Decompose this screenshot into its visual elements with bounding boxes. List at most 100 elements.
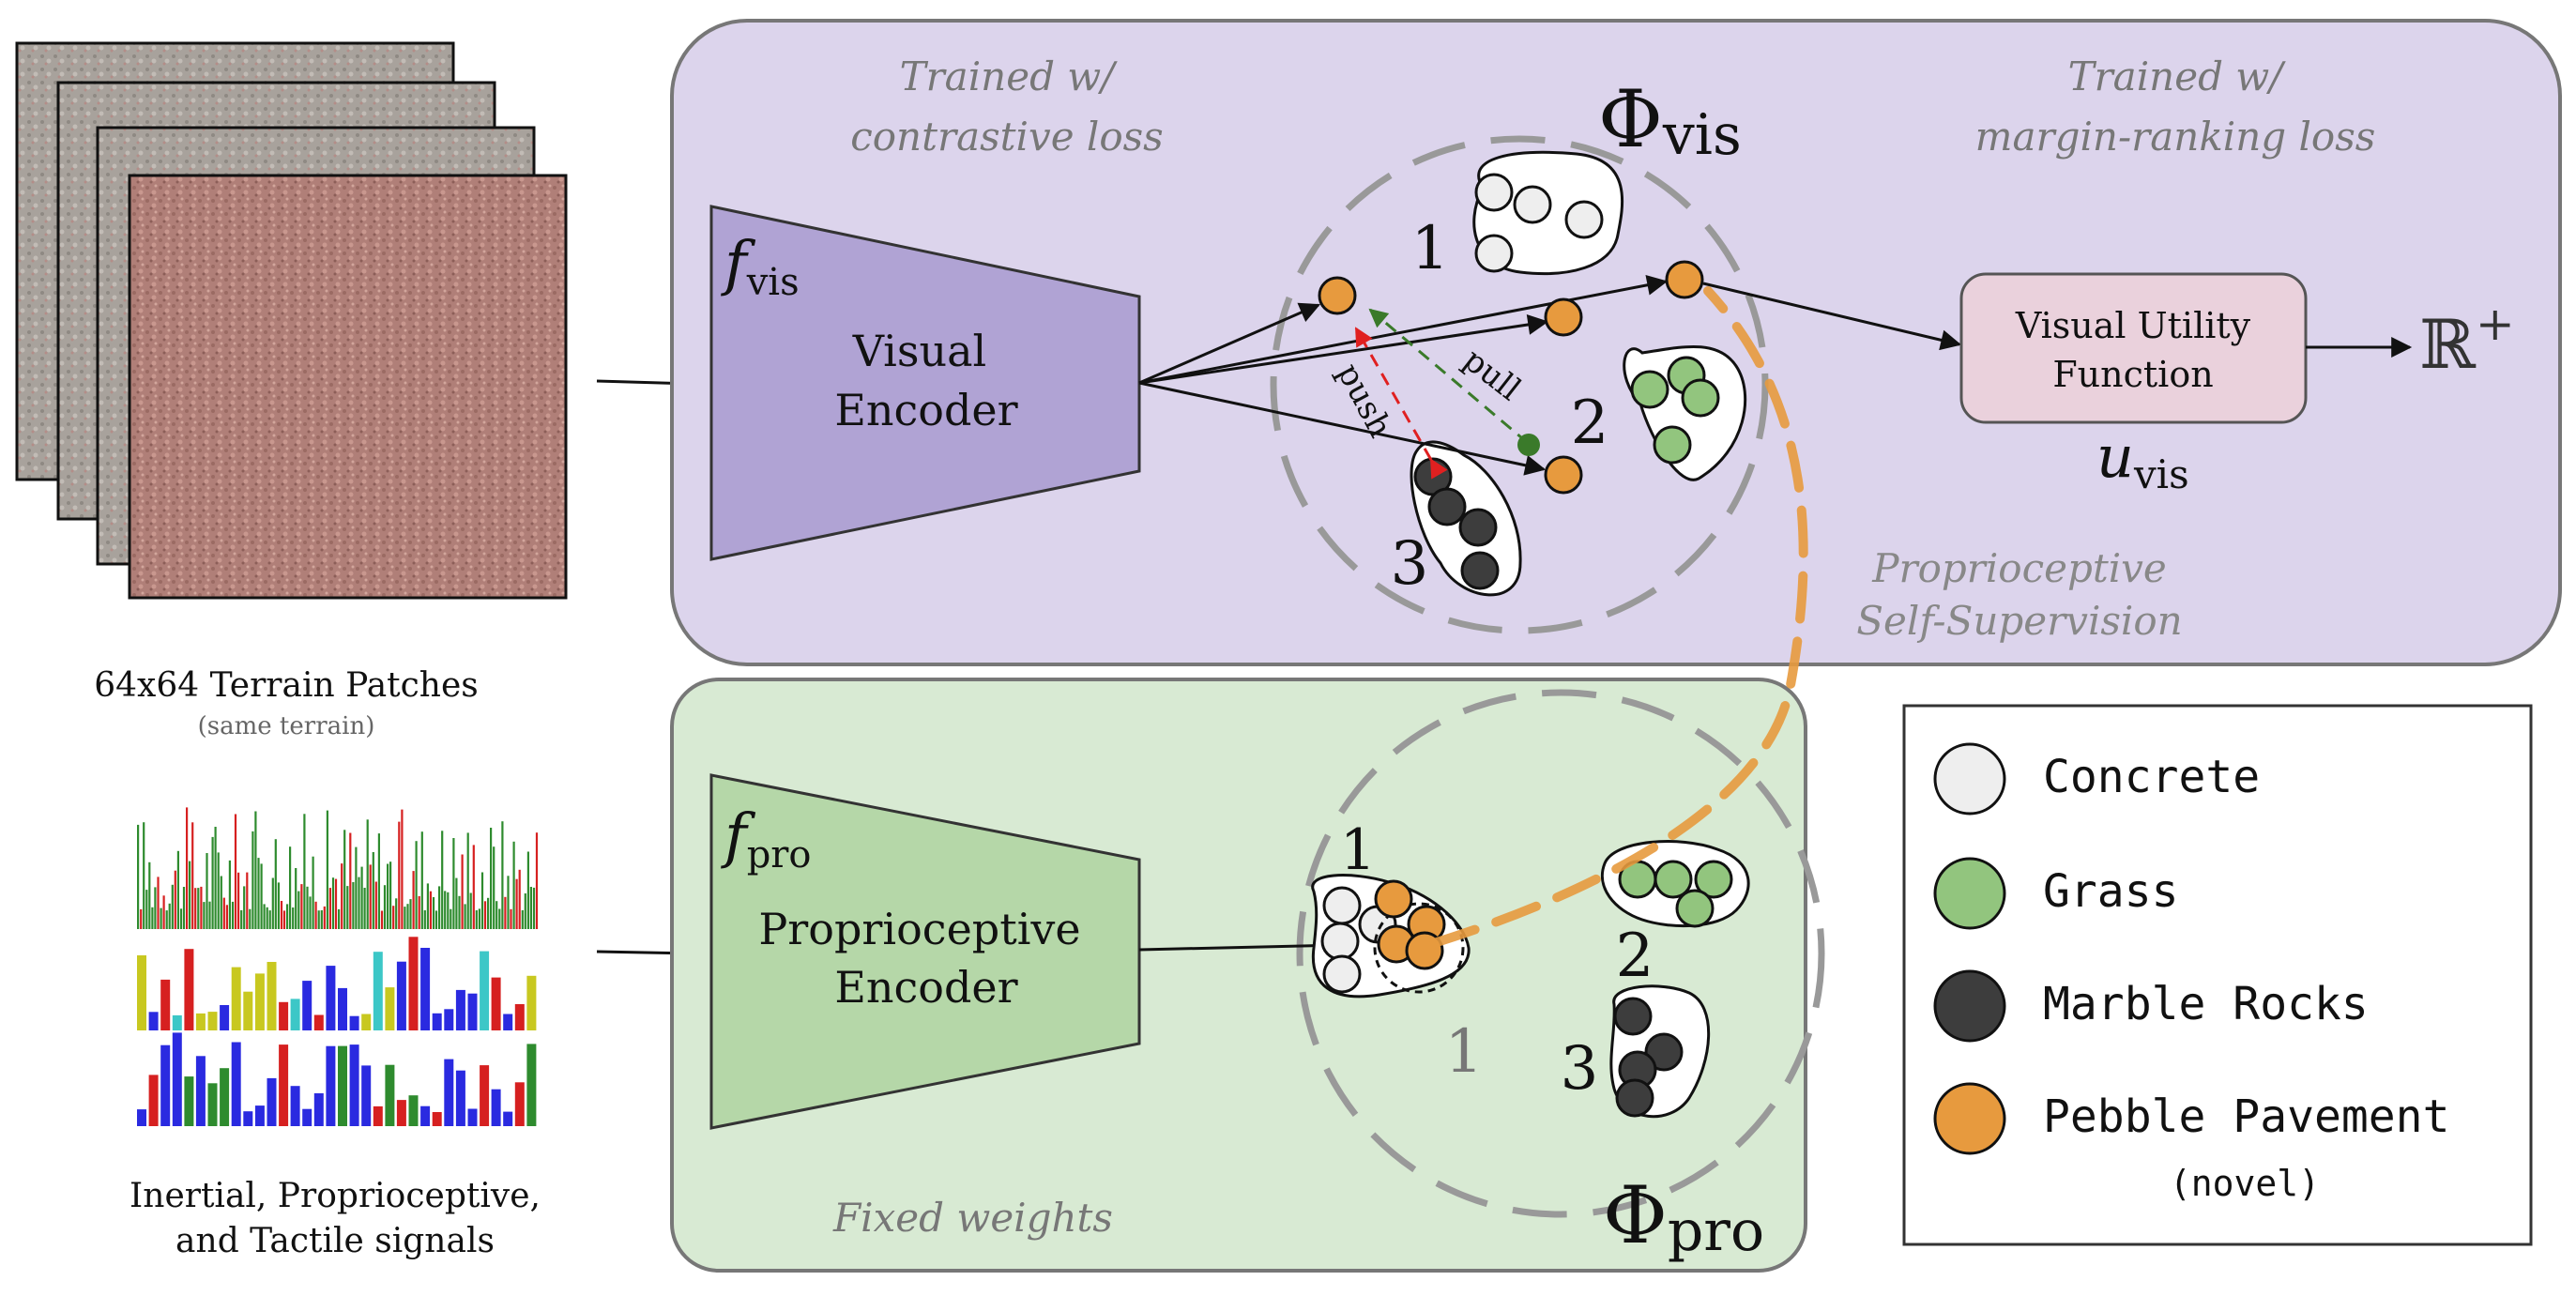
signal-bar (165, 910, 168, 929)
signal-bar (148, 1012, 159, 1030)
signal-bar (182, 887, 186, 929)
signal-bar (137, 955, 146, 1030)
signal-bar (432, 1013, 442, 1030)
signal-bar (331, 877, 335, 929)
signal-bar (172, 1032, 182, 1126)
signal-bar (137, 1109, 146, 1126)
signal-bar (194, 888, 197, 929)
signal-bar (172, 1014, 182, 1030)
signal-bar (328, 888, 331, 929)
signal-bar (220, 876, 222, 929)
margin-note-line2: margin-ranking loss (1975, 114, 2376, 160)
pebble-embedding-dot (1544, 297, 1583, 337)
signal-bar (160, 907, 162, 929)
signal-bar (512, 841, 515, 929)
signal-bar (237, 872, 240, 929)
signal-bar (349, 1044, 359, 1126)
marble-dot (1458, 508, 1498, 547)
marble-dot (1644, 1032, 1684, 1072)
signal-bar (197, 888, 200, 929)
signal-bar (526, 1044, 537, 1126)
signal-bar (392, 906, 395, 929)
proprio-cluster-label-2: 2 (1616, 922, 1654, 991)
signal-bar (349, 1015, 359, 1030)
signal-bar (458, 895, 461, 929)
signal-bar (306, 886, 309, 929)
legend-swatch-grass (1933, 857, 2006, 930)
signal-bar (292, 907, 295, 929)
signal-bar (387, 863, 389, 929)
signal-bar (524, 893, 526, 929)
signal-bar (211, 836, 214, 929)
signal-bar (363, 888, 366, 929)
signal-bar (222, 897, 225, 929)
signal-bar (326, 1045, 336, 1126)
signal-bar (444, 1009, 454, 1030)
signal-bar (526, 851, 529, 929)
concrete-dot (1513, 185, 1552, 224)
signal-bar (290, 1086, 300, 1126)
tactile-signal-plot (137, 1032, 537, 1126)
visual-cluster-concrete-dots (1474, 173, 1604, 273)
signal-bar (501, 821, 504, 929)
signal-bar (423, 910, 426, 929)
concrete-dot (1564, 200, 1604, 239)
signal-bar (280, 901, 283, 929)
proprio-cluster-marble-dots (1613, 997, 1684, 1118)
push-arrow (1354, 327, 1448, 480)
margin-note-line1: Trained w/ (2068, 53, 2287, 99)
signal-bar (338, 987, 347, 1030)
signal-bar (521, 909, 524, 929)
phi-vis-symbol: Φvis (1598, 73, 1742, 168)
signal-bar (349, 832, 352, 929)
output-space-symbol: ℝ+ (2419, 297, 2515, 384)
legend-swatch-concrete (1933, 742, 2006, 816)
legend-item-marble-rocks: Marble Rocks (1933, 969, 2369, 1043)
signal-bar (312, 856, 314, 929)
pebble-embedding-dot (1544, 455, 1583, 495)
signal-bar (320, 910, 323, 929)
signal-bar (302, 1108, 312, 1126)
signal-bar (373, 952, 383, 1030)
encoder-output-arrow (1138, 314, 1549, 385)
signal-bar (420, 1105, 431, 1126)
signal-bar (300, 884, 303, 929)
patches-caption: 64x64 Terrain Patches (94, 666, 479, 705)
grass-dot (1654, 860, 1693, 899)
signal-bar (503, 1014, 513, 1030)
signal-bar (418, 895, 420, 929)
concrete-dot (1474, 234, 1514, 273)
legend-label-grass: Grass (2043, 865, 2179, 918)
legend-box (1902, 704, 2533, 1246)
signal-bar (355, 846, 358, 929)
signal-bar (267, 962, 277, 1030)
signal-bar (290, 999, 300, 1030)
signal-bar (491, 977, 501, 1030)
inertial-signal-plot (137, 807, 539, 929)
signal-bar (480, 1065, 490, 1126)
proprio-embedding-space (1296, 689, 1825, 1218)
signal-bar (263, 904, 266, 929)
signal-bar (184, 949, 194, 1030)
signal-bar (412, 871, 415, 929)
signal-bar (532, 887, 536, 929)
legend-novel-note: (novel) (2170, 1163, 2320, 1204)
signal-bar (326, 810, 328, 929)
self-supervision-line1: Proprioceptive (1871, 545, 2166, 591)
signal-bar (395, 898, 398, 929)
signal-bar (249, 908, 252, 929)
signal-bar (297, 891, 300, 929)
utility-symbol: uvis (2096, 422, 2189, 497)
grass-dot (1653, 425, 1692, 465)
signal-bar (483, 901, 487, 929)
signal-bar (162, 895, 165, 929)
signal-bar (385, 1064, 395, 1126)
signal-bar (398, 821, 401, 929)
legend-item-pebble-pavement: Pebble Pavement (novel) (1933, 1082, 2449, 1204)
signal-bar (389, 861, 392, 929)
signal-bar (518, 869, 521, 929)
signal-bar (373, 1105, 383, 1126)
pull-arrow (1368, 308, 1529, 445)
contrastive-note-line1: Trained w/ (900, 53, 1119, 99)
